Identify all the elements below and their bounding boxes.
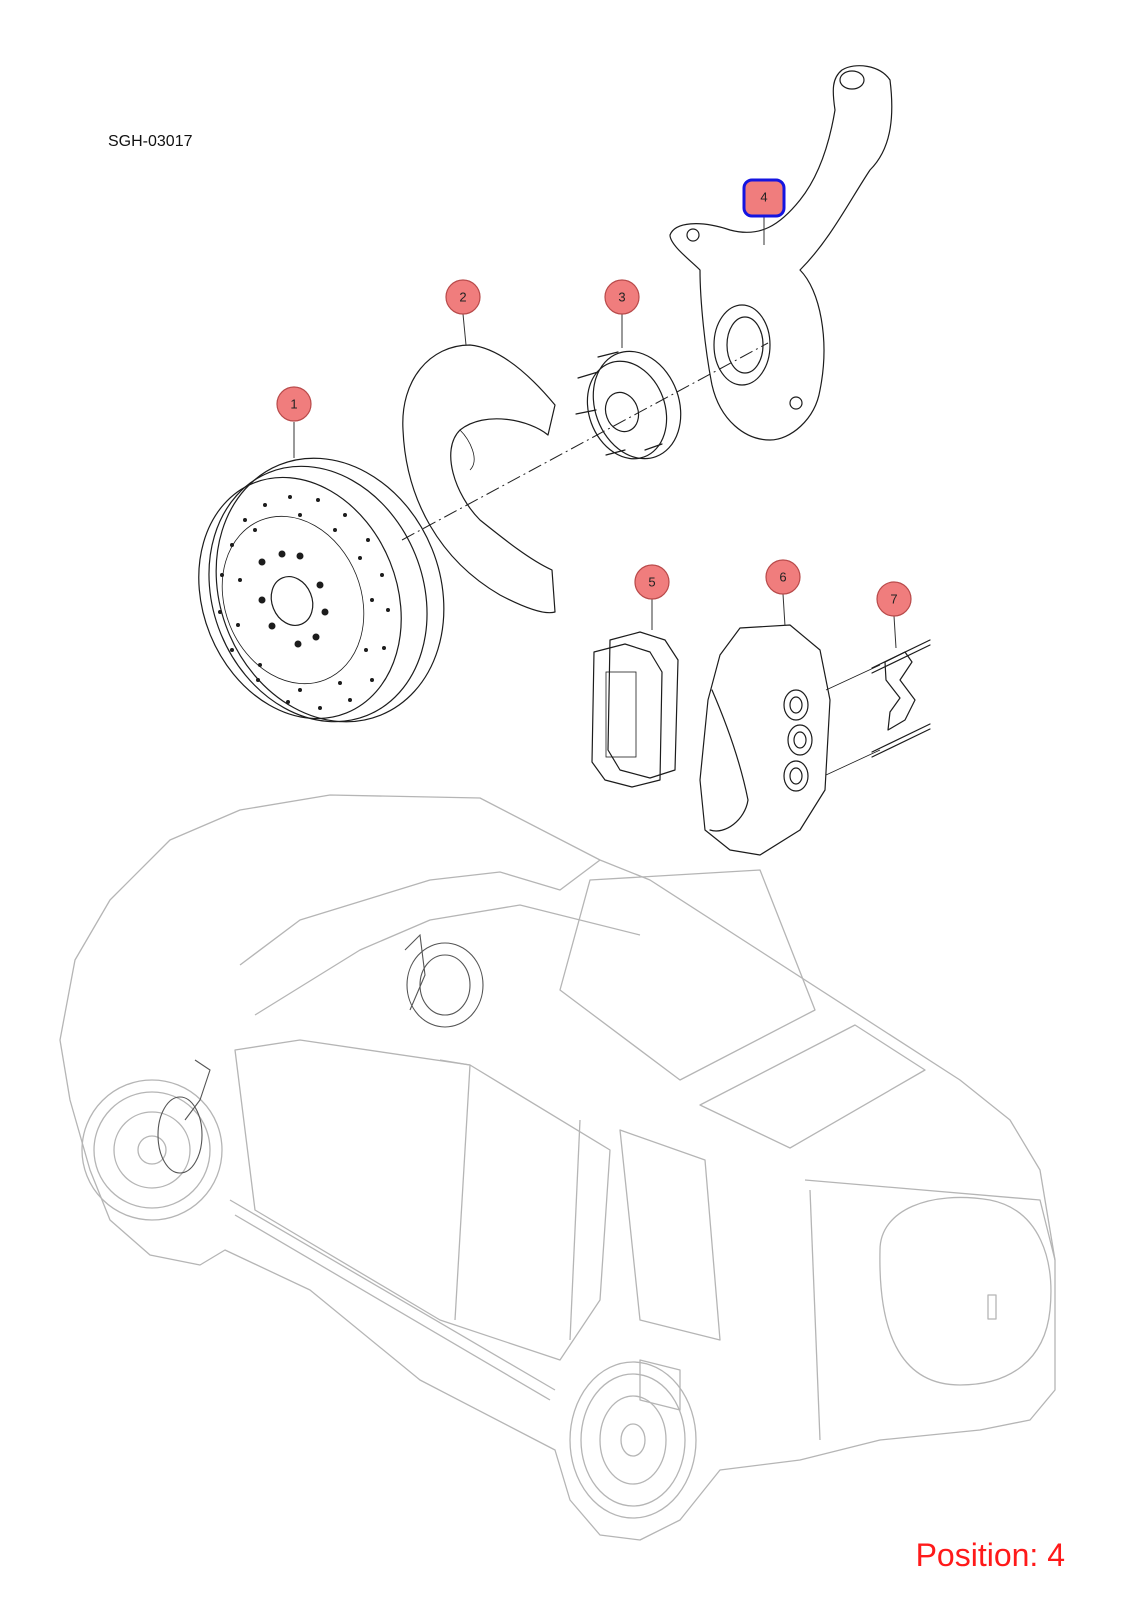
steering-knuckle-drawing[interactable] (669, 65, 893, 441)
dust-shield-drawing[interactable] (402, 344, 556, 614)
brake-caliper-drawing[interactable] (699, 624, 881, 856)
near-side-brake-location-mark (157, 1059, 211, 1174)
brake-pads-drawing[interactable] (591, 631, 679, 788)
callout-7[interactable]: 7 (876, 581, 912, 649)
caliper-pins-drawing[interactable] (871, 639, 931, 758)
callout-6[interactable]: 6 (765, 559, 801, 627)
vehicle-overview-drawing (59, 794, 1056, 1541)
brake-disc-drawing[interactable] (164, 424, 483, 757)
diagram-code: SGH-03017 (108, 133, 193, 150)
callout-4[interactable]: 4 (742, 178, 786, 245)
wheel-hub-drawing[interactable] (574, 339, 695, 471)
callout-4-label: 4 (760, 190, 767, 205)
callout-1[interactable]: 1 (276, 386, 312, 458)
callout-2-label: 2 (459, 290, 466, 305)
position-indicator: Position: 4 (915, 1537, 1065, 1573)
assembly-axis-line (401, 342, 769, 541)
callout-3-label: 3 (618, 290, 625, 305)
far-side-brake-location-mark (404, 933, 484, 1028)
callout-5-label: 5 (648, 575, 655, 590)
callout-5[interactable]: 5 (634, 564, 670, 630)
callout-6-label: 6 (779, 570, 786, 585)
callout-3[interactable]: 3 (604, 279, 640, 348)
callout-1-label: 1 (290, 397, 297, 412)
callout-7-label: 7 (890, 592, 897, 607)
callout-2[interactable]: 2 (445, 279, 481, 346)
